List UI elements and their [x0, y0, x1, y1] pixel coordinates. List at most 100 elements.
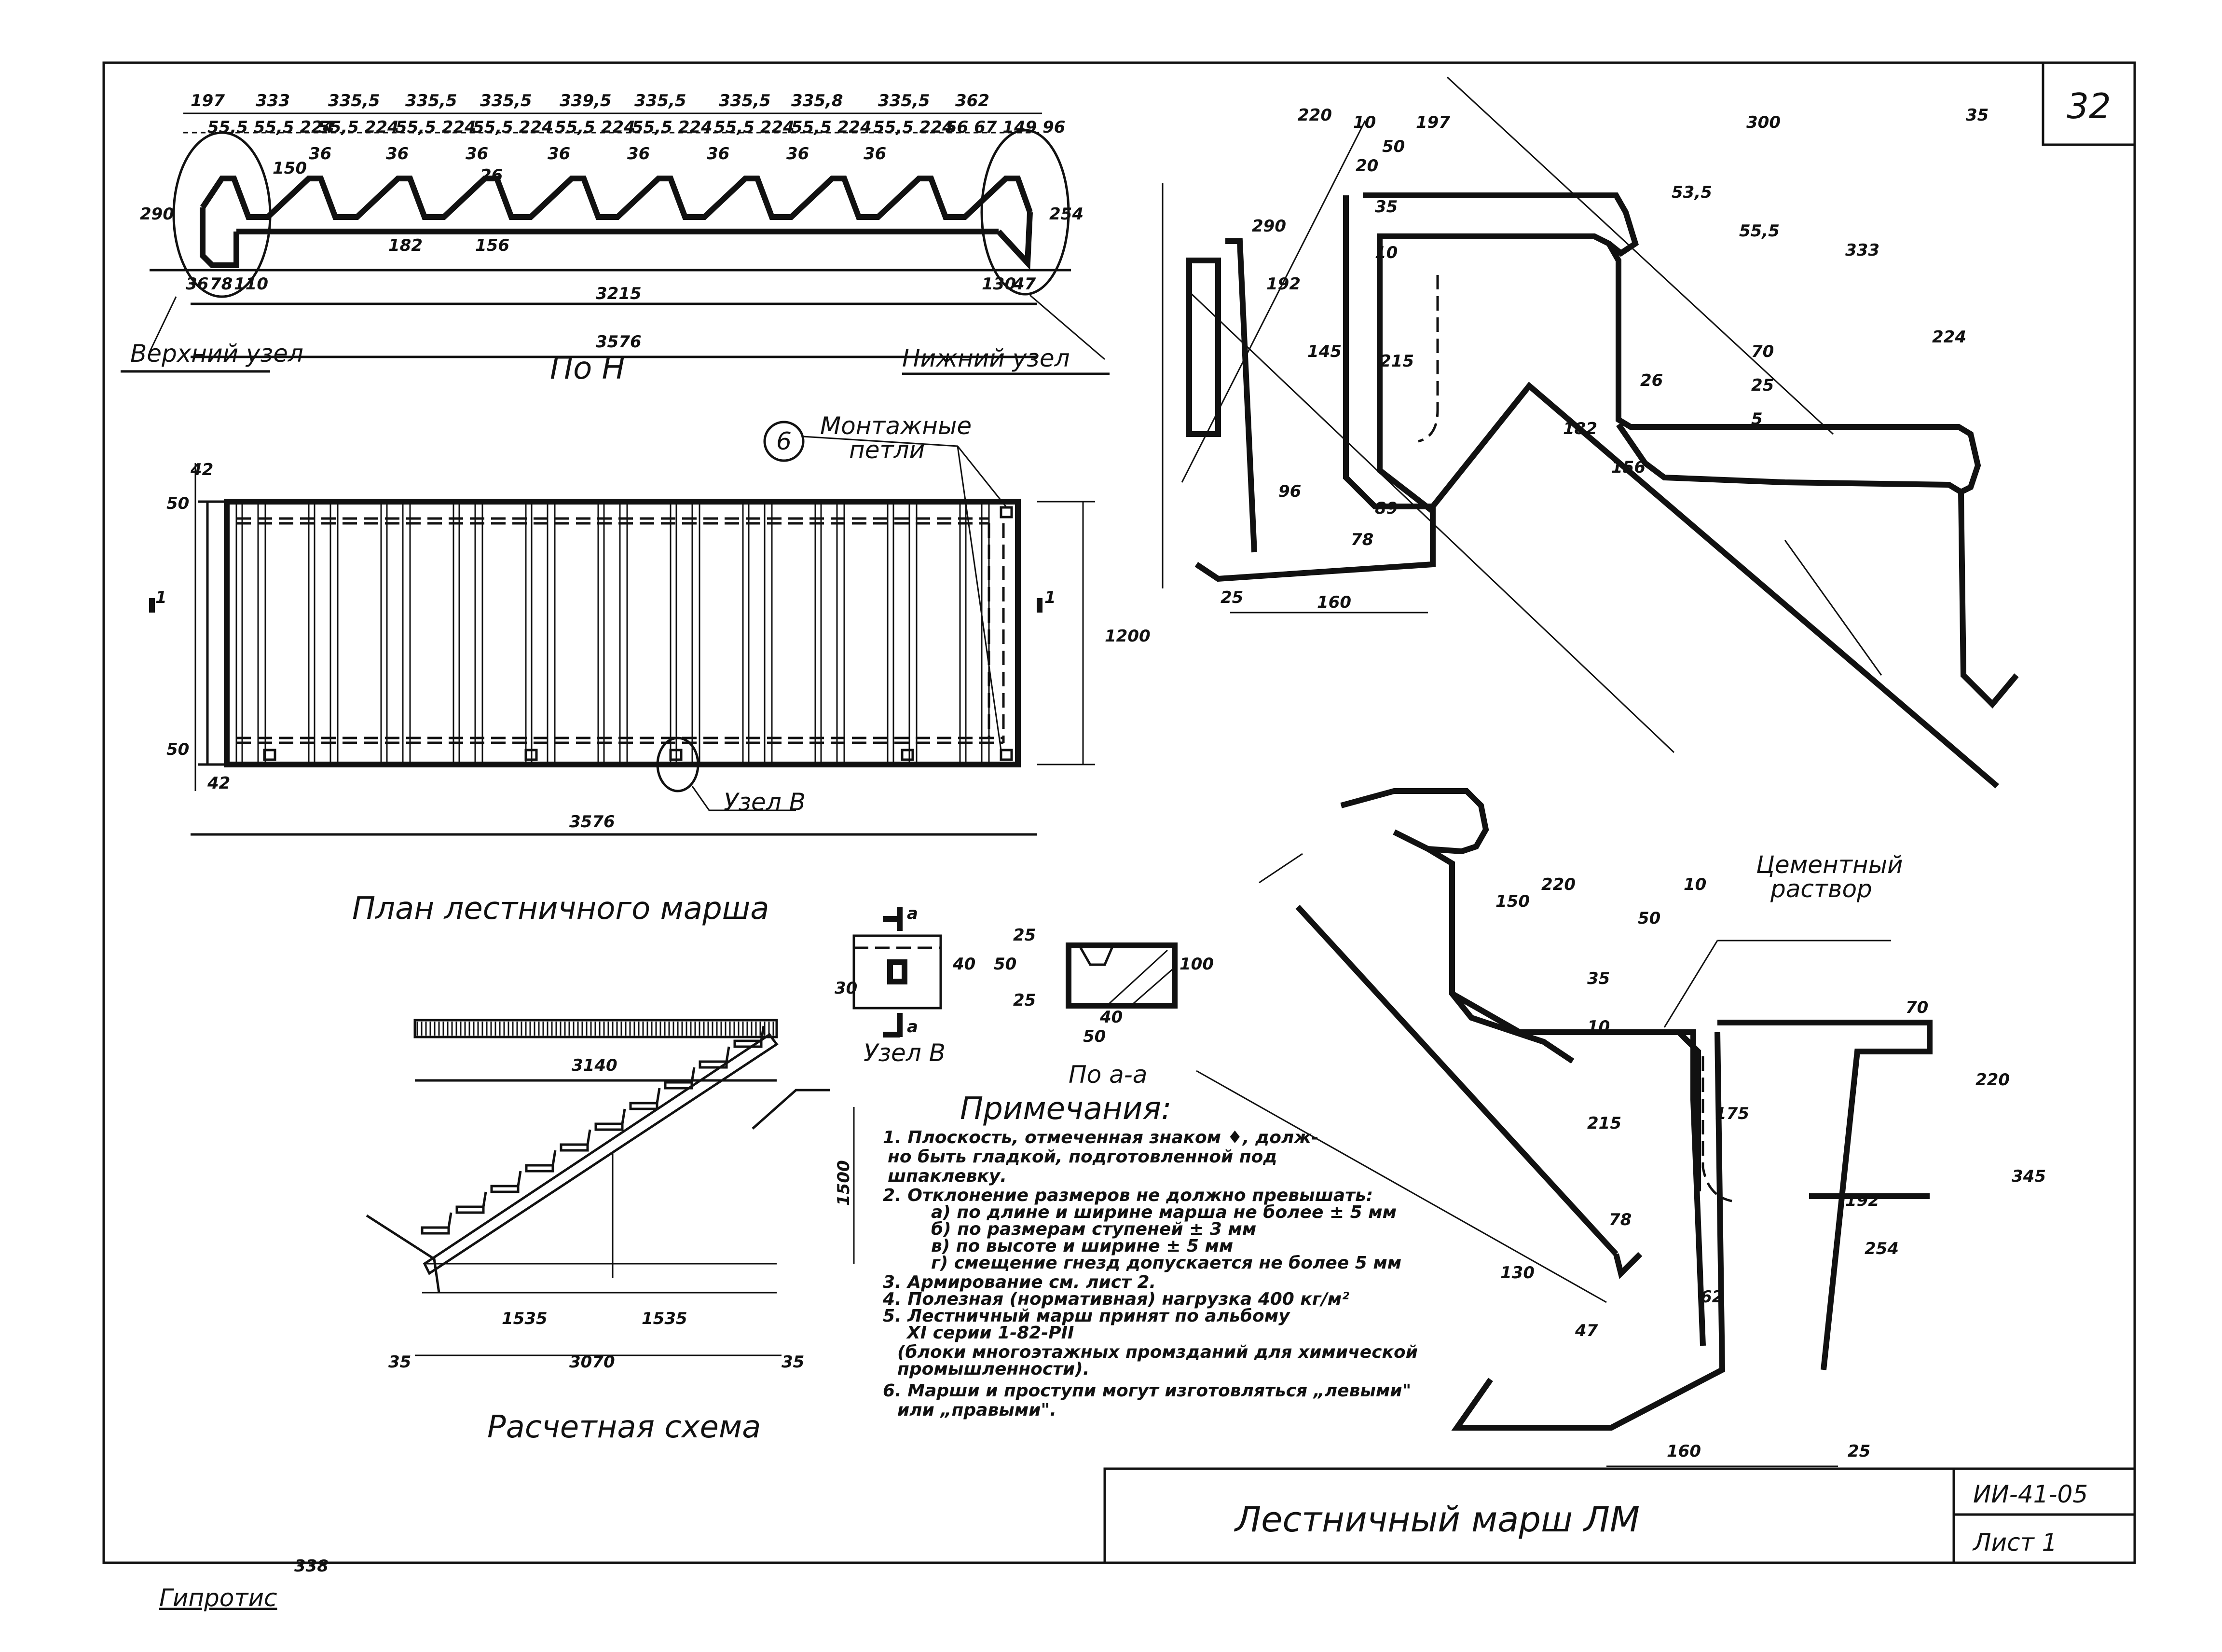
- svg-text:53,5: 53,5: [1672, 183, 1712, 202]
- svg-text:182: 182: [388, 236, 423, 255]
- org-number: 338: [294, 1556, 329, 1576]
- svg-text:215: 215: [1380, 352, 1414, 371]
- svg-text:55,5 224: 55,5 224: [873, 118, 954, 137]
- calc-half-left: 1535: [502, 1309, 548, 1328]
- svg-text:47: 47: [1013, 274, 1036, 294]
- node-b-detail: а а 30 25 40 50 25 Узел В: [835, 904, 1036, 1067]
- calc-span-top: 3140: [572, 1056, 617, 1075]
- svg-text:25: 25: [1013, 926, 1036, 945]
- stair-step: [525, 1164, 554, 1173]
- calc-caption: Расчетная схема: [487, 1409, 761, 1445]
- svg-text:335,5: 335,5: [719, 91, 771, 110]
- svg-text:89: 89: [1375, 499, 1398, 518]
- svg-text:224: 224: [1932, 328, 1966, 347]
- svg-text:20: 20: [1356, 156, 1378, 176]
- svg-text:333: 333: [1845, 241, 1879, 260]
- stair-step: [490, 1185, 520, 1193]
- svg-text:36: 36: [627, 144, 650, 164]
- stair-riser: [656, 1088, 661, 1104]
- section-view: [121, 112, 1110, 375]
- svg-text:110: 110: [234, 274, 268, 294]
- svg-text:78: 78: [210, 274, 233, 294]
- svg-text:362: 362: [955, 91, 989, 110]
- section-view-dims: 197 333 335,5 335,5 335,5 339,5 335,5 33…: [130, 91, 1084, 386]
- stair-riser: [725, 1046, 730, 1062]
- svg-text:25: 25: [1751, 376, 1774, 395]
- svg-text:50: 50: [994, 955, 1016, 974]
- stair-step: [664, 1081, 693, 1090]
- svg-text:35: 35: [1375, 197, 1398, 217]
- stair-step: [455, 1205, 485, 1214]
- svg-text:220: 220: [1975, 1070, 2010, 1090]
- stair-step: [733, 1039, 763, 1048]
- svg-text:160: 160: [1317, 593, 1351, 612]
- notes: Примечания: 1. Плоскость, отмеченная зна…: [882, 1091, 1418, 1420]
- svg-text:175: 175: [1715, 1104, 1749, 1123]
- svg-text:192: 192: [1266, 274, 1301, 294]
- svg-text:36: 36: [386, 144, 409, 164]
- upper-node-detail: [1162, 76, 2019, 789]
- lower-node-label: Нижний узел: [902, 344, 1070, 372]
- calc-scheme: 3140 1500 1535 1535 3070 35 35 Расчетная…: [366, 1019, 855, 1445]
- plan-caption: План лестничного марша: [352, 891, 769, 927]
- upper-node-circle: [172, 131, 272, 298]
- svg-text:3576: 3576: [596, 332, 642, 352]
- svg-text:335,8: 335,8: [791, 91, 843, 110]
- callout-text-2: петли: [849, 436, 925, 464]
- svg-text:145: 145: [1307, 342, 1342, 361]
- node-b-label: Узел В: [724, 788, 806, 816]
- svg-text:56 67 149 96: 56 67 149 96: [946, 118, 1065, 137]
- svg-text:55,5 224: 55,5 224: [318, 118, 399, 137]
- svg-text:35: 35: [1587, 969, 1610, 988]
- drawing-title: Лестничный марш ЛМ: [1234, 1499, 1640, 1540]
- svg-text:25: 25: [1013, 991, 1036, 1010]
- svg-text:1: 1: [1044, 588, 1056, 607]
- org-name: Гипротис: [159, 1584, 277, 1612]
- callout-circle: [763, 421, 805, 462]
- svg-text:а: а: [907, 904, 918, 923]
- svg-text:335,5: 335,5: [878, 91, 930, 110]
- svg-text:г) смещение гнезд допускается: г) смещение гнезд допускается не более 5…: [931, 1253, 1401, 1273]
- svg-text:35: 35: [1966, 106, 1989, 125]
- svg-text:156: 156: [1611, 458, 1646, 477]
- stair-step: [560, 1143, 589, 1152]
- svg-text:6. Марши и проступи могут изго: 6. Марши и проступи могут изготовляться …: [883, 1381, 1411, 1401]
- svg-text:а) по длине и ширине марша не: а) по длине и ширине марша не более ± 5 …: [931, 1202, 1397, 1222]
- section-aa-detail: 100 40 50 По а-а: [1066, 942, 1214, 1089]
- svg-text:XI серии 1-82-РII: XI серии 1-82-РII: [906, 1323, 1074, 1343]
- svg-text:100: 100: [1180, 955, 1214, 974]
- plan-length: 3576: [569, 812, 615, 832]
- stair-step: [421, 1226, 450, 1235]
- drawing-code: ИИ-41-05: [1973, 1480, 2088, 1508]
- stair-riser: [551, 1150, 557, 1166]
- svg-text:36: 36: [864, 144, 886, 164]
- plan-width: 1200: [1105, 627, 1151, 646]
- svg-text:но быть гладкой, подготовленно: но быть гладкой, подготовленной под: [888, 1147, 1277, 1167]
- lower-node-dims: Цементный раствор 150 220 10 50 35 10 21…: [1495, 851, 2046, 1461]
- node-b-caption: Узел В: [864, 1039, 946, 1067]
- stair-step: [594, 1122, 624, 1131]
- svg-text:55,5 224: 55,5 224: [396, 118, 476, 137]
- stair-step: [699, 1060, 728, 1069]
- svg-text:78: 78: [1351, 530, 1373, 549]
- svg-text:55,5 224: 55,5 224: [632, 118, 713, 137]
- lower-node-detail: [1196, 788, 1933, 1467]
- stair-riser: [760, 1025, 765, 1041]
- svg-text:290: 290: [140, 205, 174, 224]
- upper-node-dims: 220 197 300 35 10 50 20 35 10 290 192 14…: [1221, 106, 1989, 612]
- notes-title: Примечания:: [960, 1091, 1172, 1127]
- svg-text:26: 26: [1640, 371, 1663, 390]
- svg-text:50: 50: [1638, 909, 1660, 928]
- svg-text:шпаклевку.: шпаклевку.: [888, 1166, 1007, 1186]
- svg-text:42: 42: [190, 460, 213, 479]
- svg-text:156: 156: [475, 236, 509, 255]
- svg-text:160: 160: [1667, 1442, 1701, 1461]
- stair-step: [629, 1102, 658, 1110]
- svg-text:30: 30: [835, 979, 857, 998]
- title-block: Лестничный марш ЛМ ИИ-41-05 Лист 1: [1103, 1467, 2136, 1564]
- svg-text:промышленности).: промышленности).: [897, 1359, 1089, 1379]
- svg-text:36: 36: [786, 144, 809, 164]
- svg-text:1: 1: [155, 588, 167, 607]
- svg-text:50: 50: [1382, 137, 1405, 156]
